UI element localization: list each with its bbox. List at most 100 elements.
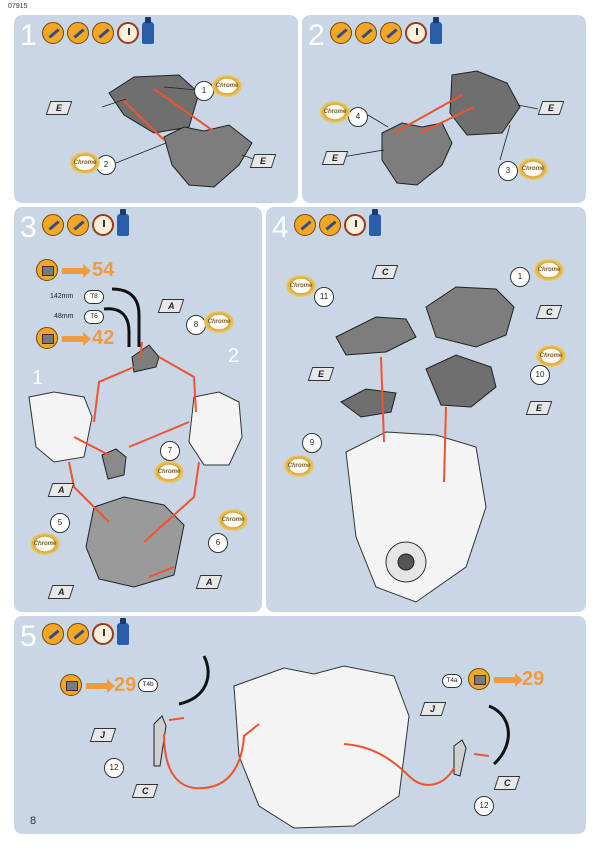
- step-5-number: 5: [20, 620, 37, 653]
- chrome-badge: Chrome: [284, 455, 314, 477]
- ref-number-29-right: 29: [522, 668, 545, 690]
- color-tag-A: A: [47, 483, 75, 497]
- color-tag-J: J: [419, 702, 447, 716]
- color-tag-C: C: [493, 776, 521, 790]
- parts-box-icon: [60, 674, 82, 696]
- step-3-icon-bar: [42, 209, 129, 236]
- clock-icon: [92, 214, 114, 236]
- ref-number-29-left: 29: [114, 674, 137, 696]
- product-code: 07915: [8, 3, 28, 10]
- chrome-badge: Chrome: [286, 275, 316, 297]
- color-tag-E: E: [249, 154, 277, 168]
- paint-brush-icon: [92, 22, 114, 44]
- paint-brush-icon: [42, 22, 64, 44]
- step-4-icon-bar: [294, 209, 381, 236]
- wire-T4a: T4a: [442, 674, 462, 688]
- paint-brush-icon: [380, 22, 402, 44]
- ref-arrow: [494, 673, 523, 687]
- callout-12: 12: [104, 758, 124, 778]
- chrome-badge: Chrome: [534, 259, 564, 281]
- paint-brush-icon: [294, 214, 316, 236]
- callout-1: 1: [194, 81, 214, 101]
- step-2-drawing: [341, 70, 539, 186]
- step-3-number: 3: [20, 211, 37, 244]
- callout-5: 5: [50, 513, 70, 533]
- step-1-icon-bar: [42, 17, 154, 44]
- clock-icon: [92, 623, 114, 645]
- color-tag-E: E: [537, 101, 565, 115]
- chrome-badge: Chrome: [204, 311, 234, 333]
- color-tag-J: J: [89, 728, 117, 742]
- callout-6: 6: [208, 533, 228, 553]
- paint-brush-icon: [42, 623, 64, 645]
- paint-brush-icon: [42, 214, 64, 236]
- callout-8: 8: [186, 315, 206, 335]
- paint-brush-icon: [355, 22, 377, 44]
- color-tag-A: A: [47, 585, 75, 599]
- callout-2: 2: [96, 155, 116, 175]
- color-tag-C: C: [535, 305, 563, 319]
- wire-length-48: 48mm: [54, 313, 74, 320]
- chrome-badge: Chrome: [154, 461, 184, 483]
- clock-icon: [344, 214, 366, 236]
- callout-9: 9: [302, 433, 322, 453]
- glue-bottle-icon: [430, 17, 442, 44]
- wire-T6: T6: [84, 310, 104, 324]
- paint-brush-icon: [67, 214, 89, 236]
- ref-arrow: [62, 332, 91, 346]
- wire-T8: T8: [84, 290, 104, 304]
- wire-T4b: T4b: [138, 678, 158, 692]
- step-5-icon-bar: [42, 618, 129, 645]
- glue-bottle-icon: [117, 209, 129, 236]
- ref-arrow: [86, 679, 115, 693]
- page-number: 8: [30, 815, 37, 827]
- color-tag-A: A: [157, 299, 185, 313]
- step-5-panel: 5 29 T4b T4a 29 J J 12 C C 12: [14, 616, 586, 834]
- color-tag-E: E: [525, 401, 553, 415]
- step-4-panel: 4 Chrome 11 C 1 Chrome C Chrome E 10 E 9…: [266, 207, 586, 612]
- paint-brush-icon: [67, 623, 89, 645]
- clock-icon: [117, 22, 139, 44]
- step-5-drawing: [153, 655, 510, 829]
- callout-12: 12: [474, 796, 494, 816]
- paint-brush-icon: [67, 22, 89, 44]
- chrome-badge: Chrome: [30, 533, 60, 555]
- paint-brush-icon: [319, 214, 341, 236]
- step-2-icon-bar: [330, 17, 442, 44]
- callout-3: 3: [498, 161, 518, 181]
- color-tag-E: E: [321, 151, 349, 165]
- chrome-badge: Chrome: [218, 509, 248, 531]
- parts-box-icon: [36, 327, 58, 349]
- step-2-panel: 2 4 Chrome 3 Chrome E E: [302, 15, 586, 203]
- step-1-panel: 1 1 Chrome 2 Chrome E E: [14, 15, 298, 203]
- step-4-number: 4: [272, 211, 289, 244]
- ref-number-42: 42: [92, 327, 115, 349]
- chrome-badge: Chrome: [70, 152, 100, 174]
- callout-11: 11: [314, 287, 334, 307]
- parts-box-icon: [36, 259, 58, 281]
- parts-box-icon: [468, 668, 490, 690]
- step-2-number: 2: [308, 19, 325, 52]
- callout-10: 10: [530, 365, 550, 385]
- callout-4: 4: [348, 107, 368, 127]
- color-tag-C: C: [371, 265, 399, 279]
- step-3-panel: 3 54 142mm T8 48mm T6 42 A 8 Chrome 1 2 …: [14, 207, 262, 612]
- chrome-badge: Chrome: [518, 158, 548, 180]
- step-4-drawing: [335, 286, 515, 603]
- step-3-drawing: [28, 287, 243, 588]
- clock-icon: [405, 22, 427, 44]
- chrome-badge: Chrome: [212, 75, 242, 97]
- callout-1: 1: [510, 267, 530, 287]
- paint-brush-icon: [330, 22, 352, 44]
- ref-arrow: [62, 264, 91, 278]
- wire-length-142: 142mm: [50, 293, 74, 300]
- callout-7: 7: [160, 441, 180, 461]
- chrome-badge: Chrome: [536, 345, 566, 367]
- chrome-badge: Chrome: [320, 101, 350, 123]
- glue-bottle-icon: [369, 209, 381, 236]
- cylinder-label-2: 2: [228, 345, 240, 367]
- color-tag-C: C: [131, 784, 159, 798]
- color-tag-E: E: [307, 367, 335, 381]
- cylinder-label-1: 1: [32, 367, 44, 389]
- glue-bottle-icon: [142, 17, 154, 44]
